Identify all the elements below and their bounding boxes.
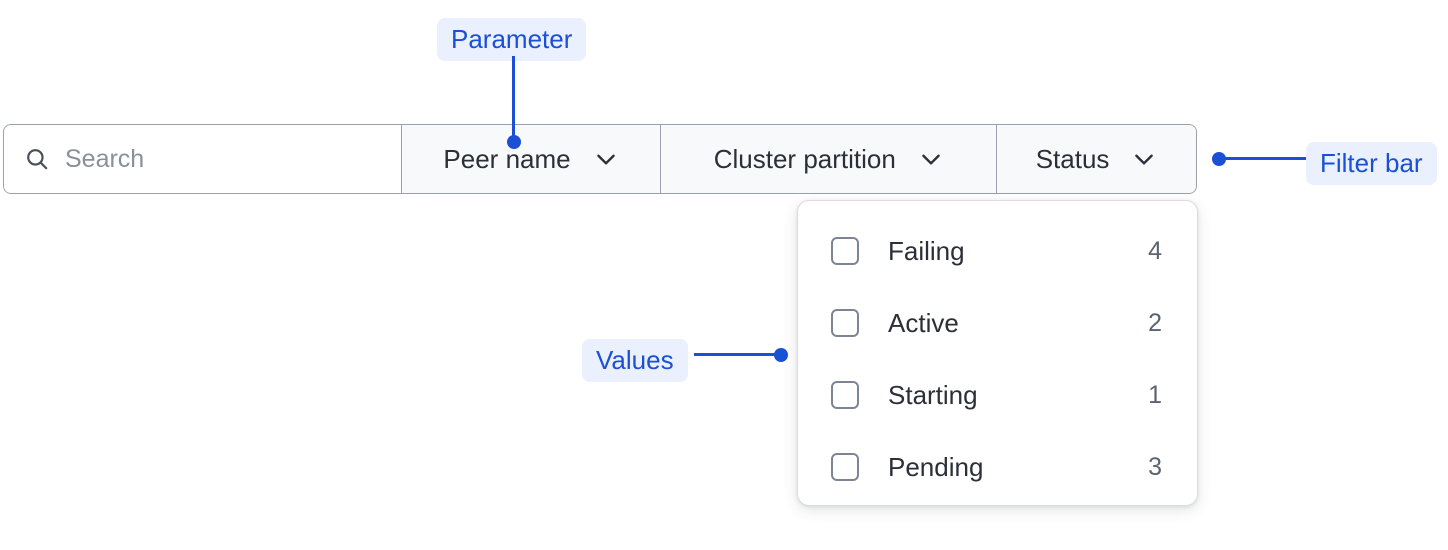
search-field[interactable] [4, 125, 402, 193]
dropdown-option-label: Active [888, 307, 959, 338]
status-dropdown-panel: Failing 4 Active 2 Starting 1 Pending 3 [797, 200, 1198, 506]
filter-label-peer-name: Peer name [443, 144, 571, 174]
annotation-dot-filter-bar [1212, 152, 1226, 166]
filter-label-status: Status [1035, 144, 1110, 174]
chevron-down-icon [593, 146, 619, 172]
dropdown-option-label: Failing [888, 235, 965, 266]
annotation-connector-values [694, 353, 780, 356]
search-icon [24, 146, 50, 172]
annotation-dot-parameter [507, 135, 521, 149]
dropdown-option-failing[interactable]: Failing 4 [798, 215, 1197, 287]
filter-dropdown-cluster-partition[interactable]: Cluster partition [661, 125, 998, 193]
annotation-dot-values [774, 348, 788, 362]
checkbox-starting[interactable] [831, 381, 859, 409]
dropdown-option-count: 1 [1148, 380, 1162, 409]
checkbox-pending[interactable] [831, 453, 859, 481]
search-input[interactable] [65, 144, 365, 174]
filter-dropdown-status[interactable]: Status [997, 125, 1196, 193]
dropdown-option-count: 4 [1148, 236, 1162, 265]
annotation-filter-bar: Filter bar [1306, 142, 1437, 185]
filter-bar: Peer name Cluster partition Status [3, 124, 1197, 194]
chevron-down-icon [918, 146, 944, 172]
filter-label-cluster-partition: Cluster partition [713, 144, 896, 174]
annotation-values: Values [582, 339, 688, 382]
chevron-down-icon [1131, 146, 1157, 172]
annotation-connector-filter-bar [1222, 157, 1308, 160]
checkbox-failing[interactable] [831, 237, 859, 265]
dropdown-option-label: Starting [888, 379, 978, 410]
dropdown-option-count: 2 [1148, 308, 1162, 337]
annotation-connector-parameter [512, 56, 515, 142]
dropdown-option-label: Pending [888, 451, 984, 482]
checkbox-active[interactable] [831, 309, 859, 337]
dropdown-option-pending[interactable]: Pending 3 [798, 431, 1197, 503]
dropdown-option-active[interactable]: Active 2 [798, 287, 1197, 359]
dropdown-option-count: 3 [1148, 452, 1162, 481]
dropdown-option-starting[interactable]: Starting 1 [798, 359, 1197, 431]
filter-dropdown-peer-name[interactable]: Peer name [401, 125, 662, 193]
annotation-parameter: Parameter [437, 18, 587, 61]
